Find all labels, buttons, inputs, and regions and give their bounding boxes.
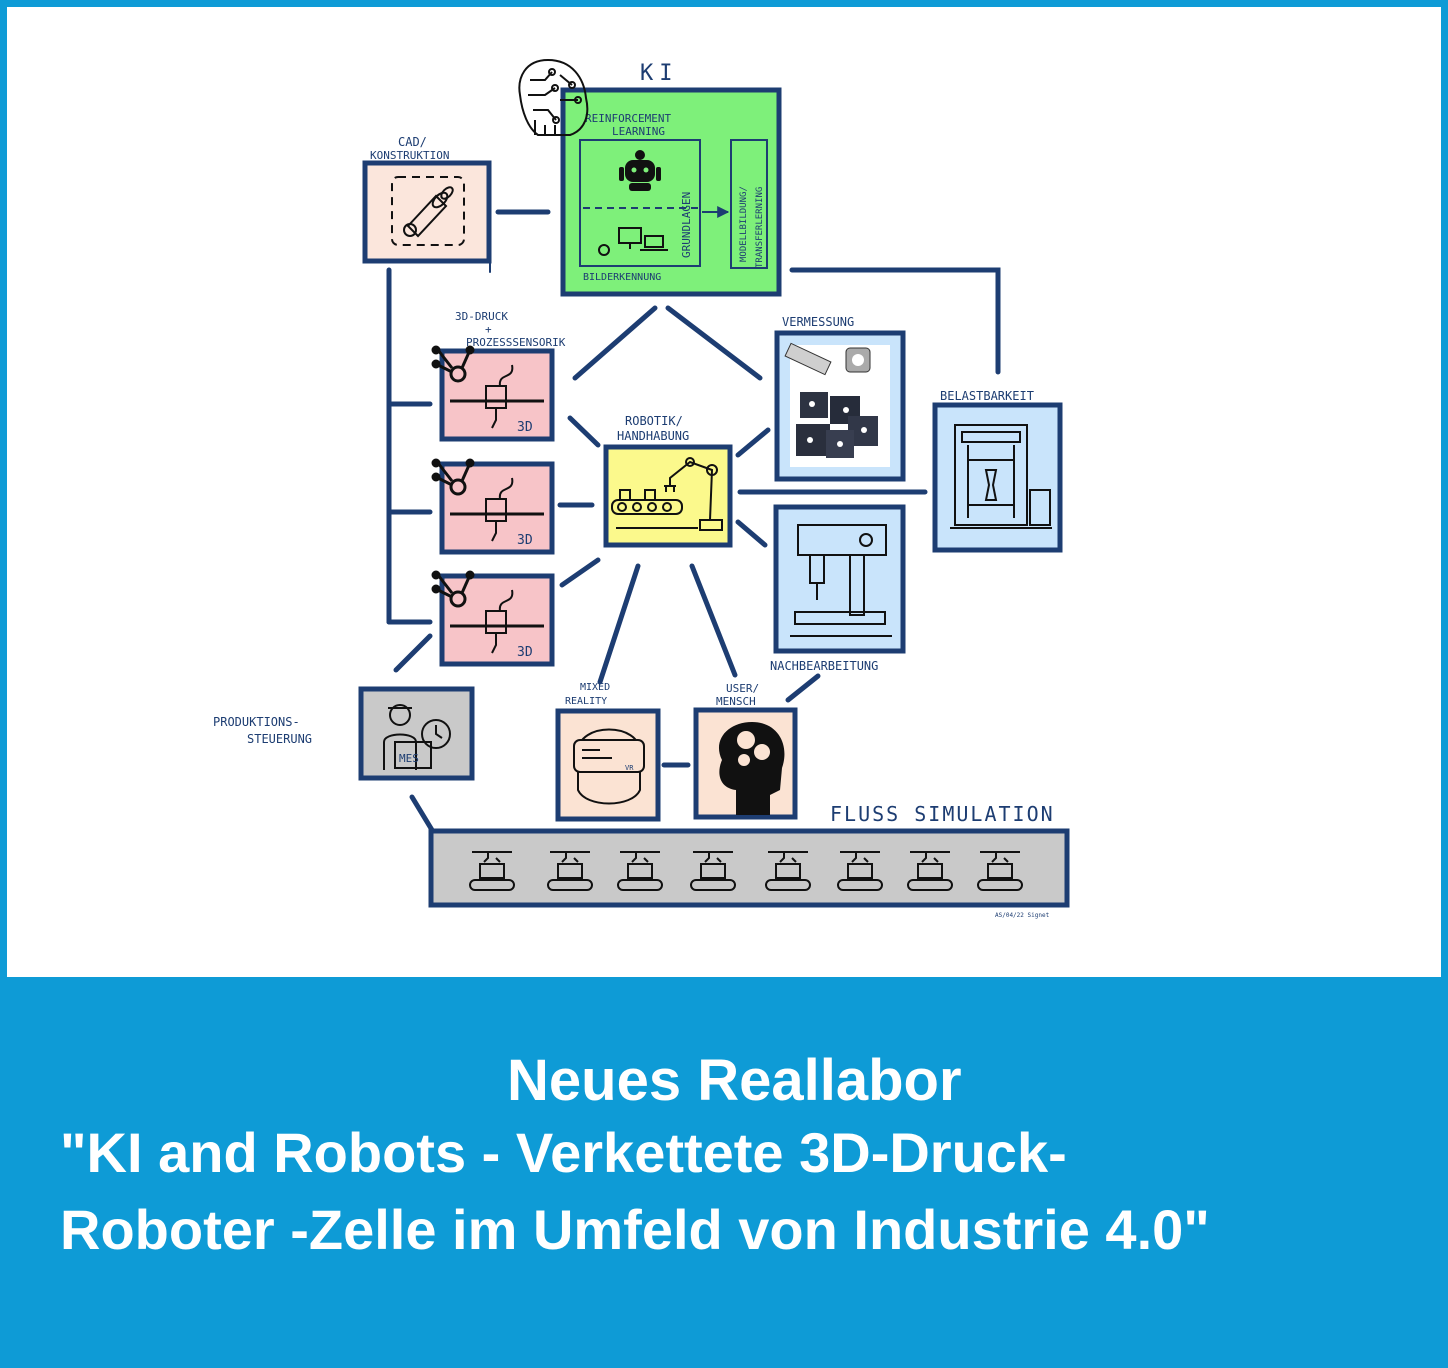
printer-tag: 3D <box>517 420 533 435</box>
mixed-reality-block: MIXED REALITY VR <box>555 682 661 822</box>
vr-label: VR <box>625 764 634 772</box>
vr-headset-icon <box>573 728 645 805</box>
nachbearbeitung-block: NACHBEARBEITUNG <box>770 504 906 673</box>
cad-label-1: CAD/ <box>398 135 427 149</box>
cad-label-2: KONSTRUKTION <box>370 149 449 162</box>
mes-label: MES <box>399 752 419 765</box>
ki-box <box>560 87 782 297</box>
user-label-2: MENSCH <box>716 695 756 708</box>
printer-tag: 3D <box>517 645 533 660</box>
printer-box <box>439 461 555 555</box>
diagram-canvas: KI REINFORCEMENT LEARNING BILDERKENNUNG … <box>7 7 1441 977</box>
modell-box <box>730 139 768 269</box>
conveyor-station-icons <box>469 851 1023 891</box>
fluss-block: FLUSS SIMULATION AS/04/22 Signet <box>428 802 1070 919</box>
belastbarkeit-block: BELASTBARKEIT <box>932 389 1063 553</box>
title-line-3: Roboter -Zelle im Umfeld von Industrie 4… <box>60 1198 1210 1261</box>
printer-1: 3D <box>431 345 555 442</box>
mixed-label-2: REALITY <box>565 696 607 707</box>
ki-block: KI REINFORCEMENT LEARNING BILDERKENNUNG … <box>518 58 782 297</box>
ai-brain-icon <box>518 58 589 136</box>
printer-tag: 3D <box>517 533 533 548</box>
shaft-part-icon <box>403 186 454 238</box>
title-line-2: "KI and Robots - Verkettete 3D-Druck- <box>60 1121 1067 1184</box>
grundlagen-label: GRUNDLAGEN <box>680 192 693 258</box>
printer-3: 3D <box>431 570 555 667</box>
druck-label-3: PROZESSSENSORIK <box>466 336 566 349</box>
druck-label-2: + <box>485 323 492 336</box>
conveyor-icon <box>547 851 593 891</box>
nachbearbeitung-box <box>773 504 906 654</box>
bilderkennung-label: BILDERKENNUNG <box>583 272 661 283</box>
conveyor-icon <box>907 851 953 891</box>
user-label-1: USER/ <box>726 682 759 695</box>
industry-cell-diagram: KI REINFORCEMENT LEARNING BILDERKENNUNG … <box>213 58 1070 919</box>
conveyor-icon <box>765 851 811 891</box>
conveyor-icon <box>617 851 663 891</box>
computer-icon <box>598 227 668 256</box>
ki-label: KI <box>640 61 679 86</box>
conveyor-icon <box>690 851 736 891</box>
worker-mes-icon <box>383 704 451 770</box>
conveyor-icon <box>469 851 515 891</box>
druck-label-1: 3D-DRUCK <box>455 310 508 323</box>
belastbarkeit-label: BELASTBARKEIT <box>940 389 1034 403</box>
printer-2: 3D <box>431 458 555 555</box>
fluss-label: FLUSS SIMULATION <box>830 802 1055 826</box>
reinforcement-label: REINFORCEMENT <box>585 112 671 125</box>
robot-arm-icon <box>611 457 723 531</box>
connector-lines <box>386 209 1001 833</box>
modell-label: MODELLBILDUNG/ <box>739 186 749 262</box>
title-banner <box>0 978 1448 1368</box>
conveyor-icon <box>837 851 883 891</box>
rl-inner-box <box>579 139 701 267</box>
sensor-icon <box>431 458 475 496</box>
cad-box <box>362 160 492 264</box>
transfer-label: TRANSFERLERNING <box>755 187 765 268</box>
drill-press-icon <box>790 524 892 637</box>
cad-block: CAD/ KONSTRUKTION <box>362 135 492 264</box>
produktion-label-2: STEUERUNG <box>247 732 312 746</box>
printer-box <box>439 348 555 442</box>
produktion-label-1: PRODUKTIONS- <box>213 715 300 729</box>
produktion-block: PRODUKTIONS- STEUERUNG MES <box>213 686 475 781</box>
robotik-label-2: HANDHABUNG <box>617 429 689 443</box>
printer-group: 3D-DRUCK + PROZESSSENSORIK 3D 3D <box>431 310 566 667</box>
learning-label: LEARNING <box>612 125 665 138</box>
robotik-label-1: ROBOTIK/ <box>625 414 683 428</box>
vermessung-block: VERMESSUNG <box>774 315 906 482</box>
mixed-label-1: MIXED <box>580 682 610 693</box>
user-block: USER/ MENSCH <box>693 682 798 820</box>
vermessung-label: VERMESSUNG <box>782 315 854 329</box>
signature: AS/04/22 Signet <box>995 912 1050 919</box>
tensile-tester-icon <box>950 424 1052 529</box>
conveyor-icon <box>977 851 1023 891</box>
measurement-photo-icon <box>784 342 878 458</box>
nachbearbeitung-label: NACHBEARBEITUNG <box>770 659 878 673</box>
head-gears-icon <box>718 722 785 815</box>
fluss-box <box>428 828 1070 908</box>
sensor-icon <box>431 570 475 608</box>
printer-box <box>439 573 555 667</box>
sensor-icon <box>431 345 475 383</box>
robot-icon <box>619 150 661 191</box>
robotik-block: ROBOTIK/ HANDHABUNG <box>603 414 733 548</box>
title-line-1: Neues Reallabor <box>507 1048 962 1113</box>
